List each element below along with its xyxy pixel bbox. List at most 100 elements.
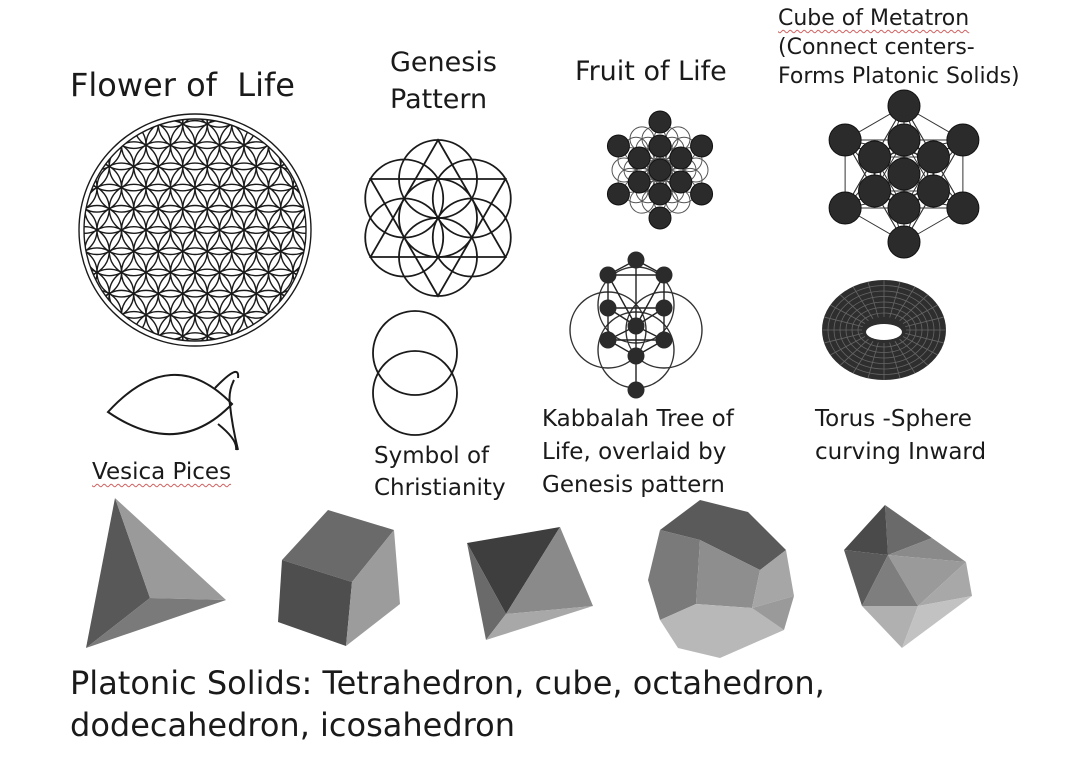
flower-circle <box>194 332 245 341</box>
fruit-sphere <box>669 170 693 194</box>
metatron-sphere <box>828 123 862 157</box>
metatron-sphere <box>828 191 862 225</box>
cube-of-metatron-label-line: Cube of Metatron <box>778 4 1020 33</box>
kabbalah-sephira <box>655 331 673 349</box>
platonic-solids-caption-line: dodecahedron, icosahedron <box>70 706 515 744</box>
torus-drawing <box>822 280 946 380</box>
christianity-upper-circle <box>372 310 458 396</box>
fruit-sphere <box>648 134 672 158</box>
fruit-of-life-drawing <box>606 110 714 230</box>
torus-meridian <box>839 294 869 322</box>
metatron-sphere <box>887 191 921 225</box>
fruit-sphere <box>690 182 714 206</box>
flower-circle <box>194 119 245 128</box>
torus-mesh <box>822 280 946 380</box>
fruit-sphere <box>606 134 630 158</box>
metatron-sphere <box>858 174 892 208</box>
kabbalah-sephira <box>599 331 617 349</box>
torus-meridian <box>902 304 938 324</box>
kabbalah-sephira <box>599 299 617 317</box>
icosahedron-shape <box>844 505 972 648</box>
kabbalah-path <box>607 274 637 327</box>
symbol-of-christianity-label-line: Symbol of <box>374 443 490 469</box>
flower-circle <box>145 119 196 128</box>
metatron-sphere <box>887 123 921 157</box>
torus-meridian <box>839 338 869 366</box>
kabbalah-sephirot <box>599 251 673 399</box>
fruit-sphere <box>690 134 714 158</box>
kabbalah-sephira <box>627 381 645 399</box>
torus-meridian <box>894 341 916 374</box>
fruit-sphere <box>627 170 651 194</box>
torus-meridian <box>905 332 944 344</box>
fruit-of-life-label: Fruit of Life <box>575 56 727 87</box>
torus-meridian <box>867 281 879 318</box>
vesica-pices-text: Vesica Pices <box>92 459 232 485</box>
kabbalah-sephira <box>627 317 645 335</box>
platonic-solids-caption-line: Platonic Solids: Tetrahedron, cube, octa… <box>70 664 825 702</box>
torus-label-line: Torus -Sphere <box>815 406 972 432</box>
christianity-lower-circle <box>372 350 458 436</box>
torus-hole <box>866 324 902 340</box>
fruit-sphere <box>648 182 672 206</box>
kabbalah-tree-label-line: Kabbalah Tree of <box>542 406 734 432</box>
torus-meridian <box>830 304 866 324</box>
symbol-of-christianity-label: Symbol of Christianity <box>374 440 506 504</box>
metatron-sphere <box>887 225 921 259</box>
metatron-sphere <box>946 191 980 225</box>
kabbalah-sephira <box>627 347 645 365</box>
torus-meridian <box>899 294 929 322</box>
fruit-sphere <box>648 110 672 134</box>
cube-of-metatron-label-line: (Connect centers- <box>778 35 975 60</box>
octahedron-shape <box>467 527 593 640</box>
torus-meridian <box>905 316 944 328</box>
torus-meridian <box>824 332 863 344</box>
vesica-fish-tail <box>228 379 239 451</box>
platonic-solids-caption: Platonic Solids: Tetrahedron, cube, octa… <box>70 662 825 746</box>
metatron-spheres <box>828 89 980 259</box>
flower-inner-ring <box>83 118 307 342</box>
torus-meridian <box>852 286 874 319</box>
flower-of-life-label: Flower of Life <box>70 66 295 104</box>
metatron-sphere <box>887 157 921 191</box>
fruit-sphere <box>606 182 630 206</box>
fruit-guide-circle <box>683 157 709 183</box>
genesis-down-triangle <box>368 178 508 298</box>
fruit-sphere <box>669 146 693 170</box>
metatron-sphere <box>946 123 980 157</box>
flower-circle <box>292 204 306 256</box>
torus-meridian <box>889 342 901 379</box>
vesica-fish-symbol <box>106 370 240 451</box>
kabbalah-sephira <box>599 266 617 284</box>
dodecahedron-shape <box>648 500 794 658</box>
flower-circle <box>169 332 221 341</box>
metatron-sphere <box>916 140 950 174</box>
kabbalah-tree-label-line: Life, overlaid by <box>542 439 727 465</box>
torus-meridian <box>867 342 879 379</box>
metatron-sphere <box>916 174 950 208</box>
kabbalah-tree-drawing <box>569 251 703 399</box>
flower-circle <box>169 119 221 128</box>
flower-circle <box>267 204 306 256</box>
genesis-up-triangle <box>368 138 508 258</box>
kabbalah-path <box>635 274 665 327</box>
flower-circle <box>292 247 306 298</box>
kabbalah-sephira <box>655 299 673 317</box>
cube-shape <box>278 510 400 646</box>
torus-meridian <box>852 341 874 374</box>
metatron-sphere <box>858 140 892 174</box>
torus-meridian <box>899 338 929 366</box>
tetrahedron-shape <box>86 498 226 648</box>
torus-meridian <box>830 336 866 356</box>
genesis-pattern-drawing <box>364 138 512 298</box>
kabbalah-sephira <box>655 266 673 284</box>
flower-circle <box>145 332 196 341</box>
cube-of-metatron-drawing <box>828 89 980 259</box>
